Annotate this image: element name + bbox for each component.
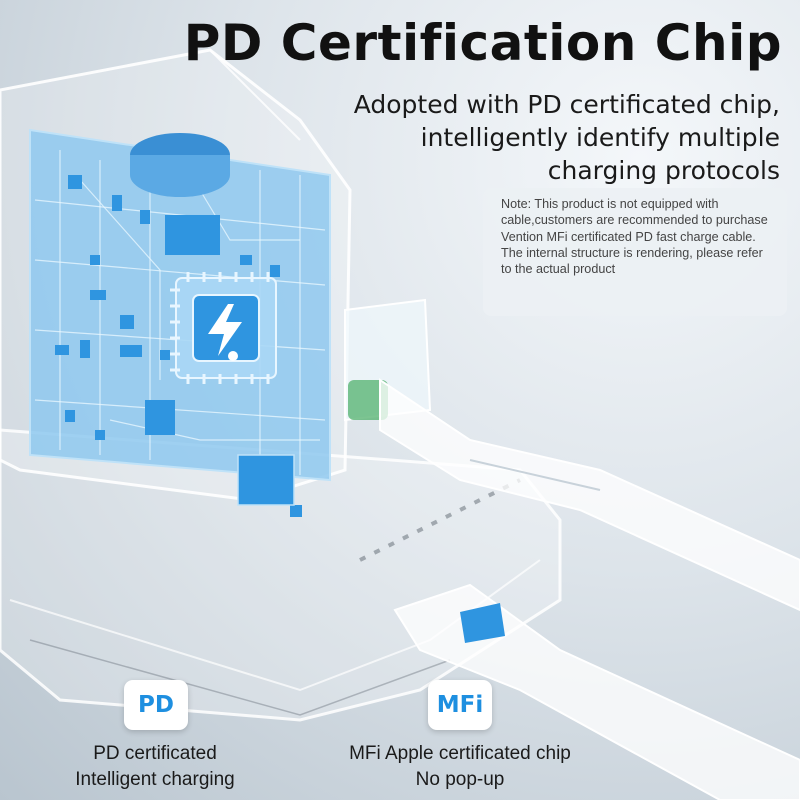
page-title: PD Certification Chip	[183, 14, 782, 72]
mfi-caption: MFi Apple certificated chip No pop-up	[320, 741, 600, 793]
lightning-icon	[208, 304, 242, 356]
mfi-badge: MFi	[428, 680, 492, 730]
mfi-caption-line: No pop-up	[415, 769, 505, 790]
subtitle-line: intelligently identify multiple	[420, 123, 780, 152]
mfi-caption-line: MFi Apple certificated chip	[349, 743, 571, 764]
pd-badge: PD	[124, 680, 188, 730]
lightning-cable	[393, 583, 800, 800]
pd-caption-line: PD certificated	[93, 743, 217, 764]
pd-chip	[170, 272, 277, 384]
subtitle: Adopted with PD certificated chip, intel…	[220, 88, 780, 187]
subtitle-line: charging protocols	[547, 156, 780, 185]
pd-caption: PD certificated Intelligent charging	[40, 741, 270, 793]
capacitor	[130, 133, 230, 197]
note-box: Note: This product is not equipped with …	[483, 188, 787, 316]
subtitle-line: Adopted with PD certificated chip,	[353, 90, 780, 119]
pd-caption-line: Intelligent charging	[75, 769, 235, 790]
usb-c-cable	[344, 298, 800, 612]
